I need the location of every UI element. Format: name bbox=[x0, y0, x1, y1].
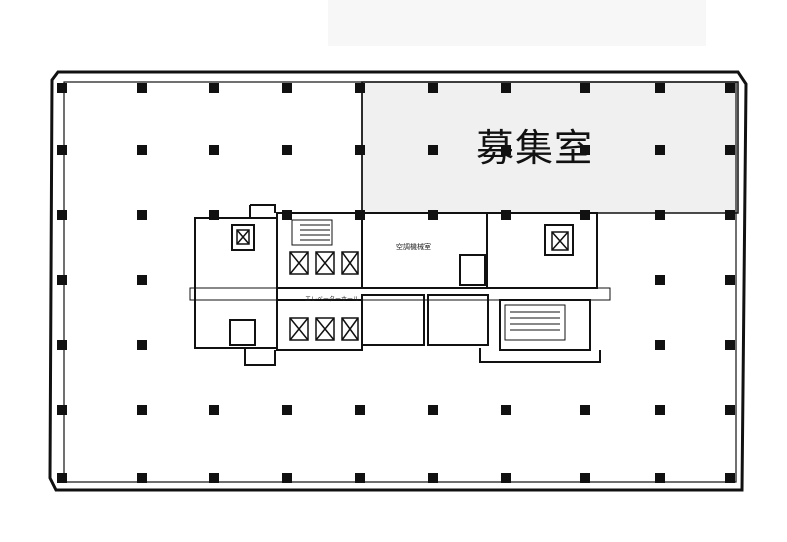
column bbox=[57, 145, 67, 155]
column bbox=[655, 83, 665, 93]
column bbox=[137, 275, 147, 285]
column bbox=[355, 145, 365, 155]
column bbox=[137, 340, 147, 350]
vacant-room-label: 募集室 bbox=[476, 126, 594, 170]
column bbox=[57, 405, 67, 415]
column bbox=[57, 473, 67, 483]
column bbox=[580, 405, 590, 415]
column bbox=[501, 145, 511, 155]
column bbox=[209, 405, 219, 415]
column bbox=[655, 473, 665, 483]
column bbox=[501, 405, 511, 415]
column bbox=[57, 210, 67, 220]
column bbox=[725, 340, 735, 350]
column bbox=[209, 473, 219, 483]
column bbox=[655, 275, 665, 285]
column bbox=[209, 83, 219, 93]
column bbox=[655, 210, 665, 220]
column bbox=[137, 210, 147, 220]
column bbox=[57, 275, 67, 285]
column bbox=[137, 83, 147, 93]
column bbox=[580, 83, 590, 93]
column bbox=[428, 210, 438, 220]
column bbox=[725, 473, 735, 483]
column bbox=[57, 340, 67, 350]
stairs bbox=[300, 224, 560, 331]
column bbox=[282, 405, 292, 415]
column bbox=[580, 473, 590, 483]
elevator-hall-label: エレベーターホール bbox=[305, 296, 360, 303]
column bbox=[282, 145, 292, 155]
column bbox=[355, 405, 365, 415]
column bbox=[137, 145, 147, 155]
column bbox=[501, 473, 511, 483]
vacant-room-area bbox=[361, 81, 739, 214]
column bbox=[355, 210, 365, 220]
building-core bbox=[189, 204, 611, 366]
column bbox=[580, 145, 590, 155]
column bbox=[501, 210, 511, 220]
column bbox=[428, 405, 438, 415]
top-band bbox=[328, 0, 706, 46]
elevators bbox=[236, 229, 569, 341]
structural-columns bbox=[57, 83, 735, 483]
column bbox=[428, 473, 438, 483]
column bbox=[655, 145, 665, 155]
column bbox=[355, 473, 365, 483]
column bbox=[282, 210, 292, 220]
column bbox=[428, 145, 438, 155]
column bbox=[725, 83, 735, 93]
column bbox=[209, 210, 219, 220]
column bbox=[282, 83, 292, 93]
column bbox=[655, 405, 665, 415]
mechanical-room-label: 空調機械室 bbox=[396, 243, 431, 251]
column bbox=[428, 83, 438, 93]
column bbox=[209, 145, 219, 155]
column bbox=[655, 340, 665, 350]
column bbox=[725, 405, 735, 415]
column bbox=[725, 210, 735, 220]
column bbox=[355, 83, 365, 93]
column bbox=[137, 473, 147, 483]
column bbox=[137, 405, 147, 415]
column bbox=[57, 83, 67, 93]
column bbox=[725, 275, 735, 285]
column bbox=[725, 145, 735, 155]
column bbox=[501, 83, 511, 93]
column bbox=[580, 210, 590, 220]
column bbox=[282, 473, 292, 483]
